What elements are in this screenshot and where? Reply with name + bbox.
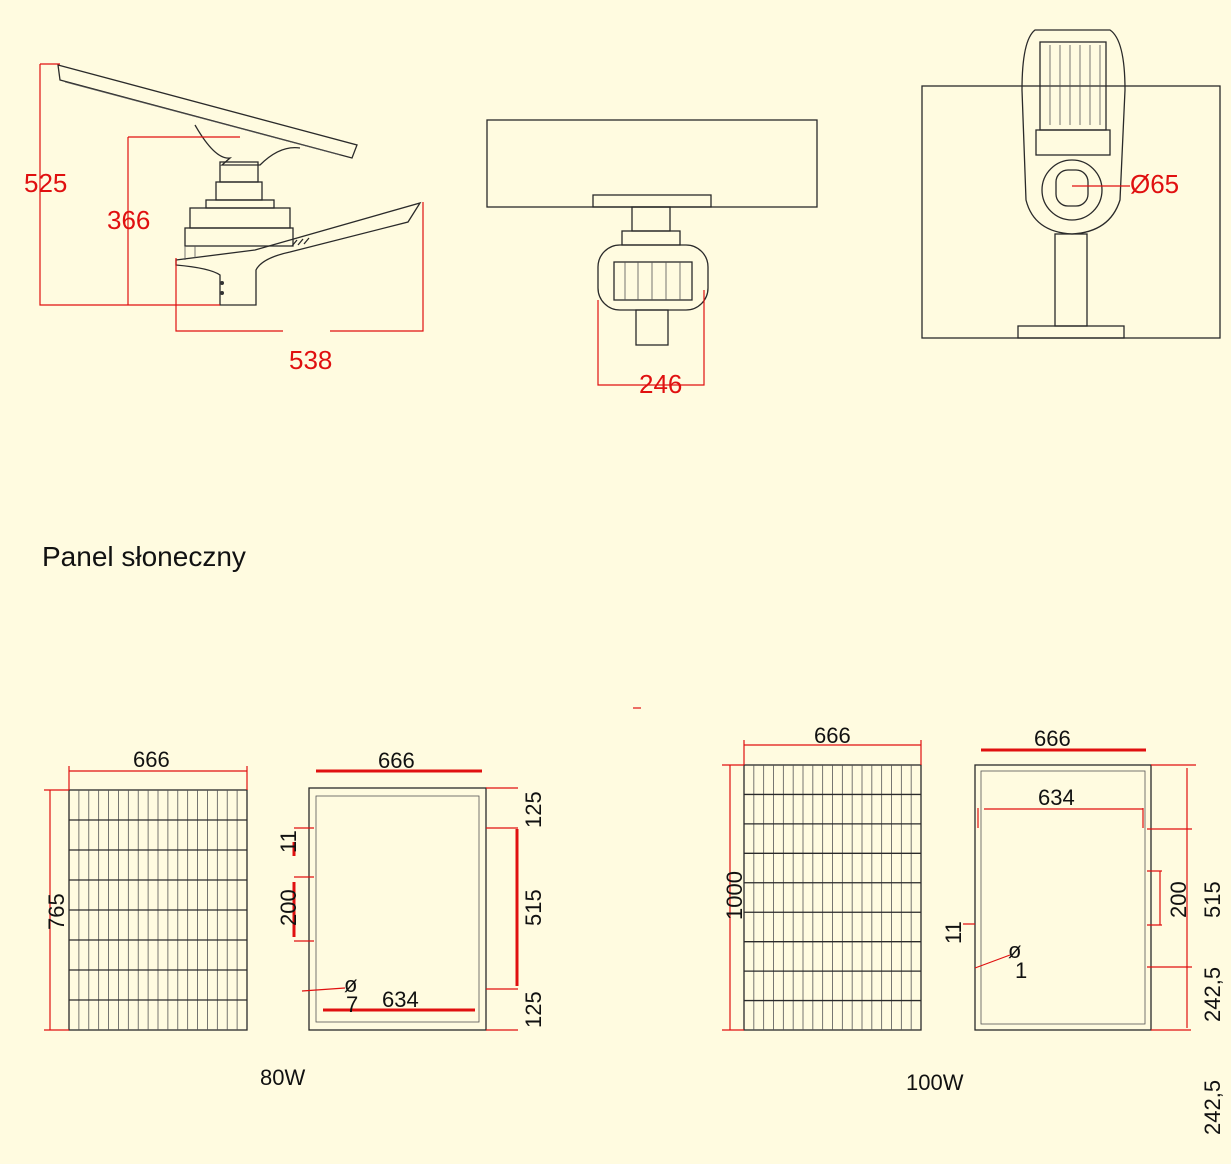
panel-80w-front-dims (44, 766, 248, 1031)
side-dimensions (39, 63, 424, 332)
dimension-diameter-65: Ø65 (1130, 169, 1179, 199)
panel-100w-offset-a: 242,5 (1200, 967, 1225, 1022)
panel-80w-diameter-symbol: ø (344, 972, 357, 997)
lamp-front-view (486, 119, 818, 346)
panel-80w-inner-width: 634 (382, 987, 419, 1012)
dimension-366: 366 (107, 205, 150, 235)
panel-80w-bottom-offset: 125 (521, 991, 546, 1028)
panel-80w-diameter: 7 (346, 992, 358, 1017)
panel-80w-frame-dims (292, 769, 519, 1012)
dimension-525: 525 (24, 168, 67, 198)
panel-80w-slot: 11 (276, 830, 301, 853)
panel-100w-frame-width: 666 (1034, 726, 1071, 751)
panel-100w-hole-spacing: 200 (1166, 881, 1191, 918)
panel-100w-diameter-symbol: ø (1008, 938, 1021, 963)
panel-80w-top-offset: 125 (521, 791, 546, 828)
panel-80w-extension-lines (294, 787, 518, 1031)
lamp-bottom-view (921, 29, 1221, 339)
panel-100w-mount-span: 515 (1200, 881, 1225, 918)
panel-100w-slot: 11 (941, 921, 966, 944)
panel-100w-front-dims (722, 740, 922, 1031)
panel-100w-height: 1000 (722, 871, 747, 920)
panel-100w-frame-dims (963, 764, 1196, 1031)
panel-80w-frame (308, 787, 487, 1031)
panel-100w-width: 666 (814, 723, 851, 748)
panel-80w-mount-span: 515 (521, 889, 546, 926)
dimension-538: 538 (289, 345, 332, 375)
panel-100w-front (743, 764, 922, 1031)
panel-80w-frame-width: 666 (378, 748, 415, 773)
section-title: Panel słoneczny (42, 541, 246, 572)
panel-80w-hole-spacing: 200 (276, 889, 301, 926)
panel-100w-frame (974, 764, 1152, 1031)
front-dimension-line (597, 290, 705, 386)
panel-100w-label: 100W (906, 1070, 964, 1095)
panel-80w-front (68, 789, 248, 1031)
panel-80w-width: 666 (133, 747, 170, 772)
panel-100w-inner-width: 634 (1038, 785, 1075, 810)
panel-80w-height: 765 (44, 893, 69, 930)
panel-100w-offset-b: 242,5 (1200, 1080, 1225, 1135)
dimension-246: 246 (639, 369, 682, 399)
panel-100w-diameter: 1 (1015, 958, 1027, 983)
panel-80w-label: 80W (260, 1065, 305, 1090)
lamp-side-view (57, 64, 422, 306)
